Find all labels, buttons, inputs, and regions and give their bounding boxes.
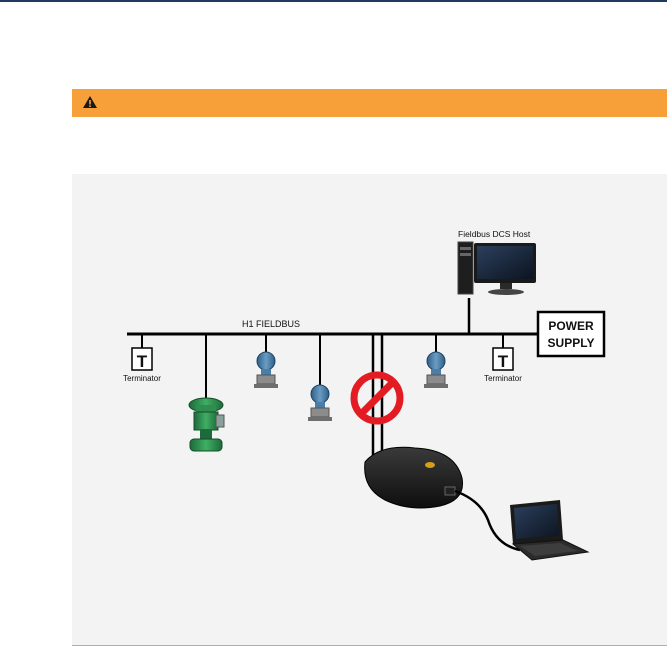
terminator-icon: T: [498, 352, 509, 371]
usb-cable: [454, 489, 521, 552]
laptop-icon: [510, 500, 590, 561]
terminator-icon: T: [137, 352, 148, 371]
warning-triangle-icon: [83, 96, 97, 108]
pressure-transmitter: [308, 384, 332, 421]
terminator-left: T Terminator: [123, 347, 161, 383]
power-supply: POWER SUPPLY: [536, 310, 606, 358]
host-label: Fieldbus DCS Host: [458, 229, 531, 239]
no-entry-icon: [350, 371, 404, 425]
pressure-transmitter: [424, 351, 448, 388]
header-rule: [0, 0, 667, 2]
bus-label: H1 FIELDBUS: [242, 319, 300, 329]
power-supply-line1: POWER: [548, 319, 594, 333]
warning-banner: [72, 89, 667, 117]
bottom-rule: [72, 645, 667, 646]
fieldbus-interface-device: [364, 446, 464, 509]
terminator-label: Terminator: [123, 374, 161, 383]
terminator-label: Terminator: [484, 374, 522, 383]
pressure-transmitter: [254, 351, 278, 388]
terminator-right: T Terminator: [484, 347, 522, 383]
power-supply-line2: SUPPLY: [548, 336, 595, 350]
computer-icon: [457, 241, 536, 295]
control-valve: [188, 397, 225, 452]
